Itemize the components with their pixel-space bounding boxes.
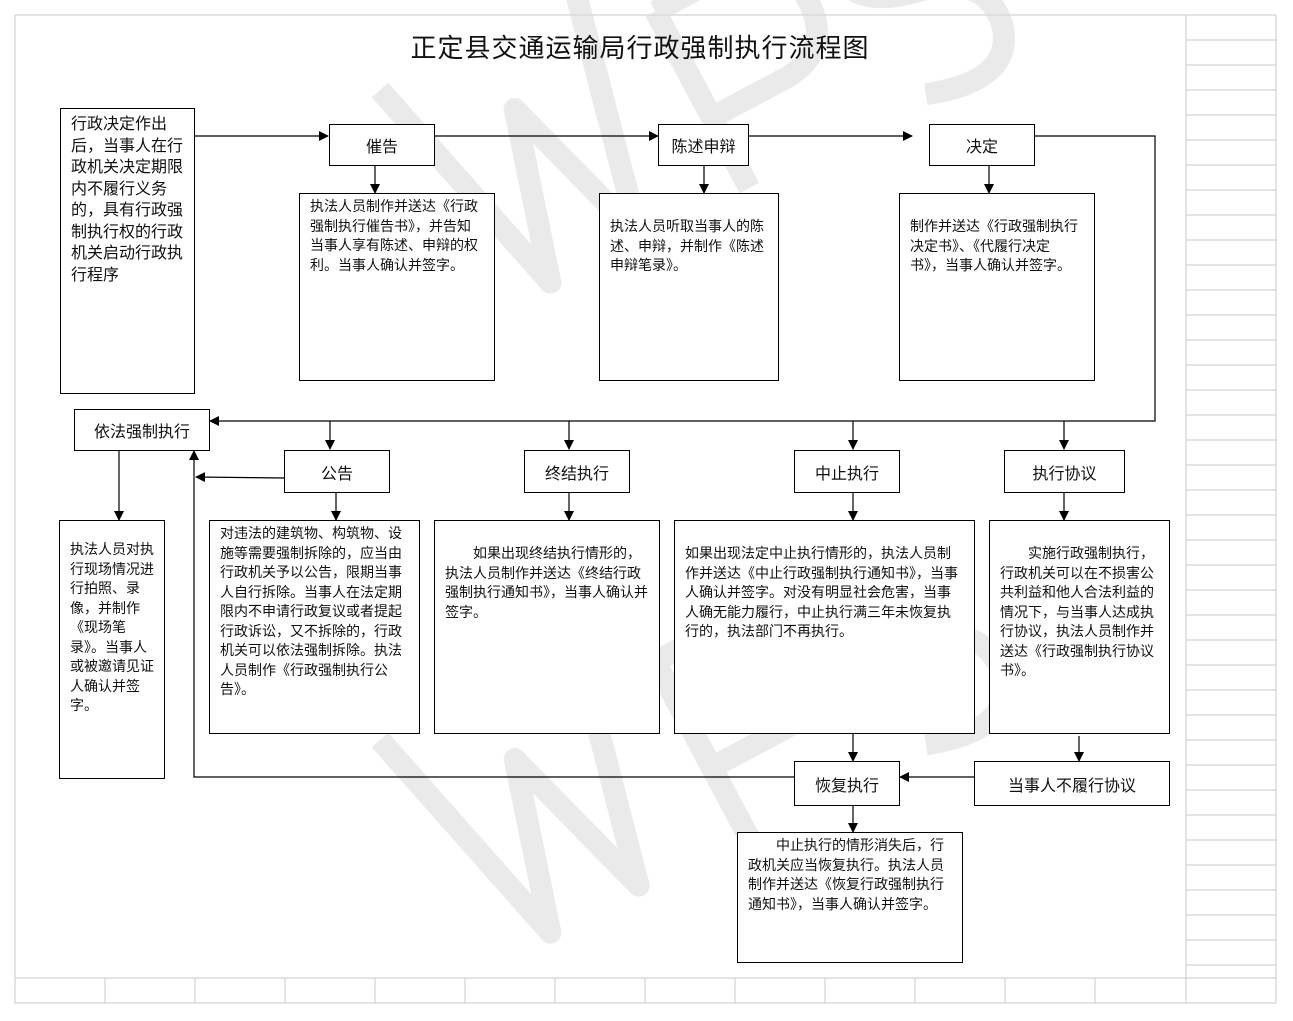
yifa-label: 依法强制执行 [93,422,190,441]
jueding-desc-box: 制作并送达《行政强制执行决定书》、《代履行决定书》，当事人确认并签字。 [899,193,1095,381]
start-node-text: 行政决定作出后，当事人在行政机关决定期限内不履行义务的，具有行政强制执行权的行政… [71,114,184,284]
jueding-desc-text: 制作并送达《行政强制执行决定书》、《代履行决定书》，当事人确认并签字。 [910,219,1078,274]
yifa-desc-text: 执法人员对执行现场情况进行拍照、录像，并制作《现场笔录》。当事人或被邀请见证人确… [70,542,154,714]
page-title: 正定县交通运输局行政强制执行流程图 [410,34,870,64]
xieyi-desc-box: 实施行政强制执行，行政机关可以在不损害公共利益和他人合法利益的情况下，与当事人达… [989,520,1170,734]
yifa-node: 依法强制执行 [74,409,210,451]
zhongzhi-desc-text: 如果出现法定中止执行情形的，执法人员制作并送达《中止行政强制执行通知书》，当事人… [685,546,958,640]
gonggao-label: 公告 [320,463,353,483]
spreadsheet-grid [14,14,1277,1004]
xieyi-label: 执行协议 [1032,463,1097,483]
chenshu-label: 陈述申辩 [671,137,736,156]
jueding-node: 决定 [929,124,1035,166]
chenshu-node: 陈述申辩 [658,124,749,166]
buluxing-node: 当事人不履行协议 [974,761,1170,806]
xieyi-node: 执行协议 [1004,450,1125,493]
zhongjie-label: 终结执行 [544,463,609,483]
zhongzhi-desc-box: 如果出现法定中止执行情形的，执法人员制作并送达《中止行政强制执行通知书》，当事人… [674,520,975,734]
buluxing-label: 当事人不履行协议 [1007,775,1136,795]
gonggao-node: 公告 [284,450,390,493]
arrows [114,131,1156,833]
zhongzhi-label: 中止执行 [814,463,879,483]
chenshu-desc-text: 执法人员听取当事人的陈述、申辩，并制作《陈述申辩笔录》。 [610,219,764,274]
start-node: 行政决定作出后，当事人在行政机关决定期限内不履行义务的，具有行政强制执行权的行政… [60,108,195,394]
huifu-desc-box: 中止执行的情形消失后，行政机关应当恢复执行。执法人员制作并送达《恢复行政强制执行… [737,832,963,963]
huifu-label: 恢复执行 [814,775,879,795]
cuigao-desc-text: 执法人员制作并送达《行政强制执行催告书》，并告知当事人享有陈述、申辩的权利。当事… [310,199,478,274]
chenshu-desc-box: 执法人员听取当事人的陈述、申辩，并制作《陈述申辩笔录》。 [599,193,779,381]
gonggao-desc-text: 对违法的建筑物、构筑物、设施等需要强制拆除的，应当由行政机关予以公告，限期当事人… [220,526,402,698]
cuigao-desc-box: 执法人员制作并送达《行政强制执行催告书》，并告知当事人享有陈述、申辩的权利。当事… [299,193,495,381]
zhongjie-desc-text: 如果出现终结执行情形的，执法人员制作并送达《终结行政强制执行通知书》，当事人确认… [445,546,648,621]
jueding-label: 决定 [965,137,998,156]
zhongzhi-node: 中止执行 [794,450,900,493]
cuigao-node: 催告 [329,124,435,166]
huifu-node: 恢复执行 [794,761,900,806]
yifa-desc-box: 执法人员对执行现场情况进行拍照、录像，并制作《现场笔录》。当事人或被邀请见证人确… [59,520,165,779]
zhongjie-desc-box: 如果出现终结执行情形的，执法人员制作并送达《终结行政强制执行通知书》，当事人确认… [434,520,660,734]
xieyi-desc-text: 实施行政强制执行，行政机关可以在不损害公共利益和他人合法利益的情况下，与当事人达… [1000,546,1154,679]
huifu-desc-text: 中止执行的情形消失后，行政机关应当恢复执行。执法人员制作并送达《恢复行政强制执行… [748,838,944,913]
gonggao-desc-box: 对违法的建筑物、构筑物、设施等需要强制拆除的，应当由行政机关予以公告，限期当事人… [209,520,420,734]
cuigao-label: 催告 [365,137,398,156]
zhongjie-node: 终结执行 [524,450,630,493]
